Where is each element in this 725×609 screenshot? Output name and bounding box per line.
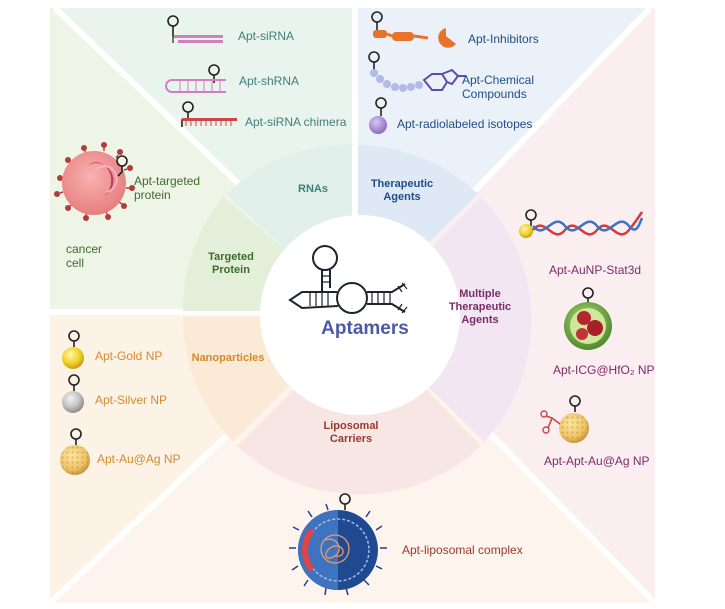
- segment-label-liposomal: Liposomal Carriers: [306, 420, 396, 446]
- segment-label-therapeutic: Therapeutic Agents: [362, 178, 442, 204]
- apt-chemical-compounds-icon: [368, 51, 466, 92]
- label-apt-inhibitors: Apt-Inhibitors: [468, 32, 539, 46]
- label-apt-au-ag-np: Apt-Au@Ag NP: [97, 452, 181, 466]
- apt-silver-np-icon: [62, 374, 84, 413]
- label-protein: protein: [134, 188, 171, 202]
- segment-label-multiple-line1: Multiple: [459, 288, 501, 300]
- label-cell: cell: [66, 256, 85, 270]
- center-circle: [260, 215, 460, 415]
- segment-label-rnas: RNAs: [298, 183, 328, 195]
- apt-apt-au-ag-np-icon: [540, 395, 589, 443]
- label-apt-icg-hfo2-np: Apt-ICG@HfO₂ NP: [553, 363, 655, 377]
- apt-gold-np-icon: [62, 330, 84, 369]
- label-apt-targeted: Apt-targeted: [134, 174, 201, 188]
- segment-label-targeted-line1: Targeted: [208, 251, 254, 263]
- label-apt-apt-au-ag-np: Apt-Apt-Au@Ag NP: [544, 454, 650, 468]
- segment-label-liposomal-line2: Carriers: [329, 433, 373, 445]
- apt-sirna-icon: [167, 15, 223, 43]
- label-apt-shrna: Apt-shRNA: [239, 74, 300, 88]
- segment-label-therapeutic-line2: Agents: [383, 191, 421, 203]
- segment-label-liposomal-line1: Liposomal: [323, 420, 379, 432]
- apt-au-ag-np-icon: [60, 428, 90, 475]
- segment-label-targeted-line2: Protein: [212, 264, 250, 276]
- label-apt-sirna: Apt-siRNA: [238, 29, 295, 43]
- label-compounds: Compounds: [462, 87, 527, 101]
- apt-radiolabeled-isotopes-icon: [369, 97, 387, 134]
- apt-liposomal-complex-icon: [289, 493, 387, 596]
- label-apt-silver-np: Apt-Silver NP: [95, 393, 168, 407]
- apt-aunp-stat3d-icon: [519, 209, 644, 238]
- label-apt-chemical: Apt-Chemical: [462, 73, 535, 87]
- segment-label-multiple: Multiple Therapeutic Agents: [432, 288, 528, 327]
- apt-inhibitors-icon: [371, 11, 456, 48]
- segment-label-multiple-line2: Therapeutic: [448, 301, 512, 313]
- segment-label-targeted: Targeted Protein: [196, 251, 266, 277]
- segment-label-multiple-line3: Agents: [461, 314, 499, 326]
- apt-icg-hfo2-np-icon: [564, 287, 612, 350]
- label-apt-radiolabeled-isotopes: Apt-radiolabeled isotopes: [397, 117, 533, 131]
- label-apt-gold-np: Apt-Gold NP: [95, 349, 163, 363]
- segment-label-nanoparticles: Nanoparticles: [191, 352, 265, 364]
- label-apt-sirna-chimera: Apt-siRNA chimera: [245, 115, 347, 129]
- apt-targeted-protein-icon: [116, 155, 128, 177]
- cancer-cell-icon: [54, 142, 135, 221]
- center-title: Aptamers: [321, 318, 409, 339]
- label-apt-liposomal-complex: Apt-liposomal complex: [402, 543, 523, 557]
- apt-sirna-chimera-icon: [181, 101, 237, 127]
- label-apt-aunp-stat3d: Apt-AuNP-Stat3d: [549, 263, 642, 277]
- label-cancer: cancer: [66, 242, 103, 256]
- center-aptamer-icon: [288, 245, 408, 314]
- segment-label-therapeutic-line1: Therapeutic: [370, 178, 434, 190]
- apt-shrna-icon: [165, 64, 226, 93]
